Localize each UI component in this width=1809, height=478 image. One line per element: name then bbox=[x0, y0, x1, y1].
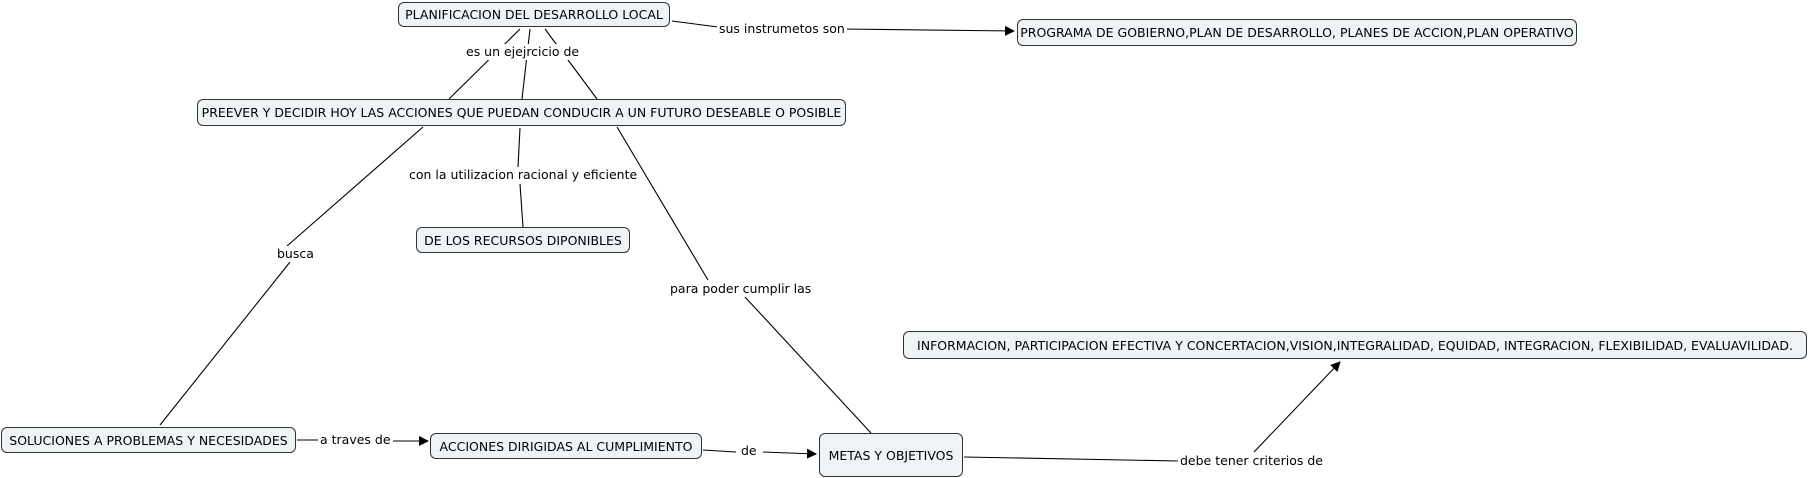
connector-de-to-metas bbox=[762, 448, 817, 459]
node-recursos[interactable]: DE LOS RECURSOS DIPONIBLES bbox=[416, 227, 630, 253]
connector-para-poder-to-metas bbox=[744, 296, 872, 434]
connector-sus-instrumetos-to-programa bbox=[841, 25, 1015, 36]
connector-metas-to-debe-tener bbox=[963, 456, 1179, 462]
connector-planificacion-to-sus-instrumetos bbox=[671, 20, 719, 28]
connector-busca-to-soluciones bbox=[159, 261, 291, 426]
node-preever[interactable]: PREEVER Y DECIDIR HOY LAS ACCIONES QUE P… bbox=[197, 99, 846, 126]
node-acciones[interactable]: ACCIONES DIRIGIDAS AL CUMPLIMIENTO bbox=[430, 433, 702, 459]
node-metas[interactable]: METAS Y OBJETIVOS bbox=[819, 433, 963, 477]
node-soluciones[interactable]: SOLUCIONES A PROBLEMAS Y NECESIDADES bbox=[1, 427, 296, 453]
connector-planificacion-to-es-ejercicio-c bbox=[544, 28, 598, 100]
connector-acciones-to-de bbox=[702, 449, 737, 453]
connector-preever-to-busca bbox=[286, 126, 424, 247]
link-label-sus-instrumetos: sus instrumetos son bbox=[717, 21, 847, 37]
connector-preever-to-con-utilizacion bbox=[517, 127, 521, 168]
node-informacion[interactable]: INFORMACION, PARTICIPACION EFECTIVA Y CO… bbox=[903, 331, 1807, 359]
connector-planificacion-to-es-ejercicio-a bbox=[448, 28, 521, 100]
link-label-de: de bbox=[739, 443, 759, 459]
connector-preever-to-para-poder bbox=[616, 126, 709, 281]
link-label-busca: busca bbox=[275, 246, 316, 262]
connector-debe-tener-to-informacion bbox=[1253, 361, 1341, 453]
node-planificacion[interactable]: PLANIFICACION DEL DESARROLLO LOCAL bbox=[398, 2, 670, 27]
link-label-a-traves: a traves de bbox=[318, 432, 393, 448]
node-programa[interactable]: PROGRAMA DE GOBIERNO,PLAN DE DESARROLLO,… bbox=[1017, 19, 1577, 46]
link-label-con-utilizacion: con la utilizacion racional y eficiente bbox=[407, 167, 640, 183]
link-label-para-poder: para poder cumplir las bbox=[668, 281, 814, 297]
connector-con-utilizacion-to-recursos bbox=[519, 183, 524, 228]
link-label-debe-tener: debe tener criterios de bbox=[1178, 453, 1325, 469]
connector-planificacion-to-es-ejercicio-b bbox=[521, 28, 531, 100]
link-label-es-ejercicio: es un ejejrcicio de bbox=[464, 44, 582, 60]
